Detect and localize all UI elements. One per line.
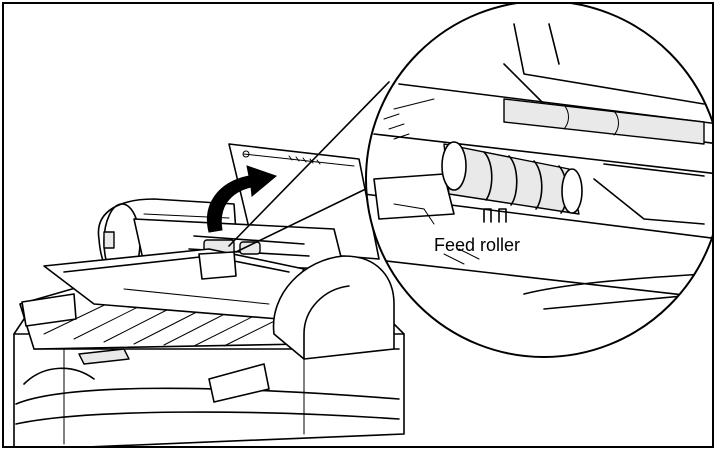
base-end-cap xyxy=(21,293,77,327)
right-side-cover xyxy=(208,255,395,403)
zoom-callout xyxy=(365,4,712,358)
scanner-illustration xyxy=(13,4,712,446)
feed-roller xyxy=(441,141,583,215)
feed-roller-label: Feed roller xyxy=(434,235,521,255)
hopper-tray xyxy=(43,248,305,320)
side-handle xyxy=(208,363,270,403)
callout-leader-bottom xyxy=(235,183,377,253)
figure-frame: Feed roller xyxy=(2,2,714,448)
callout-leader-top xyxy=(228,81,390,247)
tray-guide xyxy=(78,348,130,365)
paper-guide xyxy=(198,251,237,280)
adf-button xyxy=(103,231,115,249)
curved-arrow-icon xyxy=(207,165,278,233)
